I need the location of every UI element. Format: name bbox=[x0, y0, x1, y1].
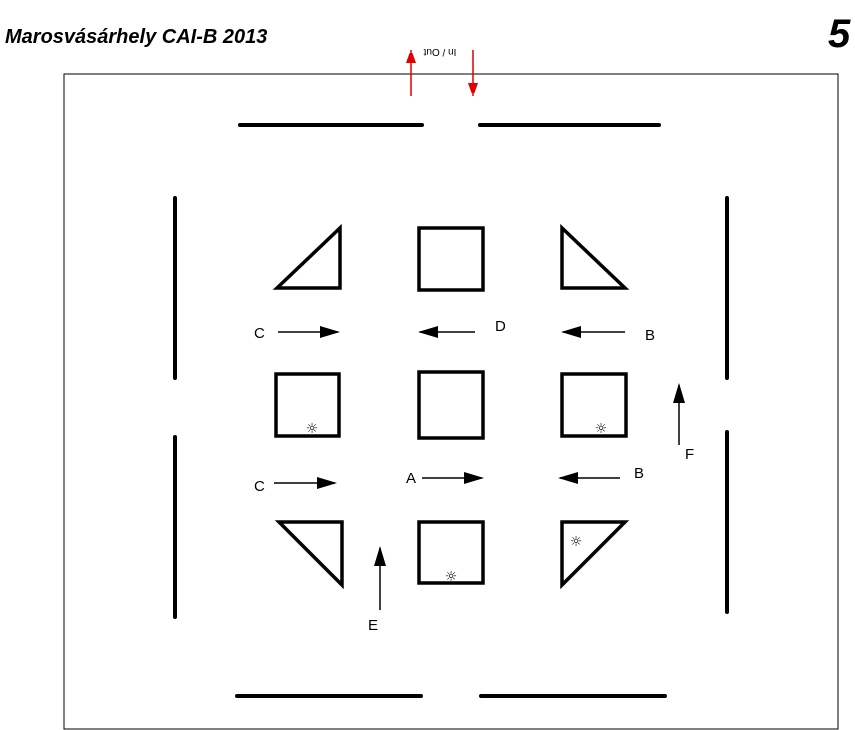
obstacle-square bbox=[560, 372, 628, 438]
label-b: B bbox=[634, 465, 644, 482]
obstacle-triangle bbox=[560, 520, 630, 590]
arena-border bbox=[63, 73, 839, 730]
obstacle-square bbox=[417, 370, 485, 440]
label-f: F bbox=[685, 446, 694, 463]
sun-icon: ☼ bbox=[306, 421, 319, 437]
label-d: D bbox=[495, 318, 506, 335]
obstacle-triangle bbox=[272, 223, 342, 290]
sun-icon: ☼ bbox=[595, 421, 608, 437]
obstacle-square bbox=[417, 226, 485, 292]
label-a: A bbox=[406, 470, 416, 487]
sun-icon: ☼ bbox=[445, 569, 458, 585]
obstacle-triangle bbox=[560, 223, 630, 290]
obstacle-square bbox=[274, 372, 341, 438]
page-title: Marosvásárhely CAI-B 2013 bbox=[5, 26, 267, 48]
label-e: E bbox=[368, 617, 378, 634]
obstacle-square bbox=[417, 520, 485, 585]
entrance-label: In / Out bbox=[423, 46, 456, 57]
label-b: B bbox=[645, 327, 655, 344]
label-c: C bbox=[254, 478, 265, 495]
obstacle-triangle bbox=[274, 520, 344, 590]
sun-icon: ☼ bbox=[570, 534, 583, 550]
label-c: C bbox=[254, 325, 265, 342]
course-number: 5 bbox=[828, 12, 851, 56]
